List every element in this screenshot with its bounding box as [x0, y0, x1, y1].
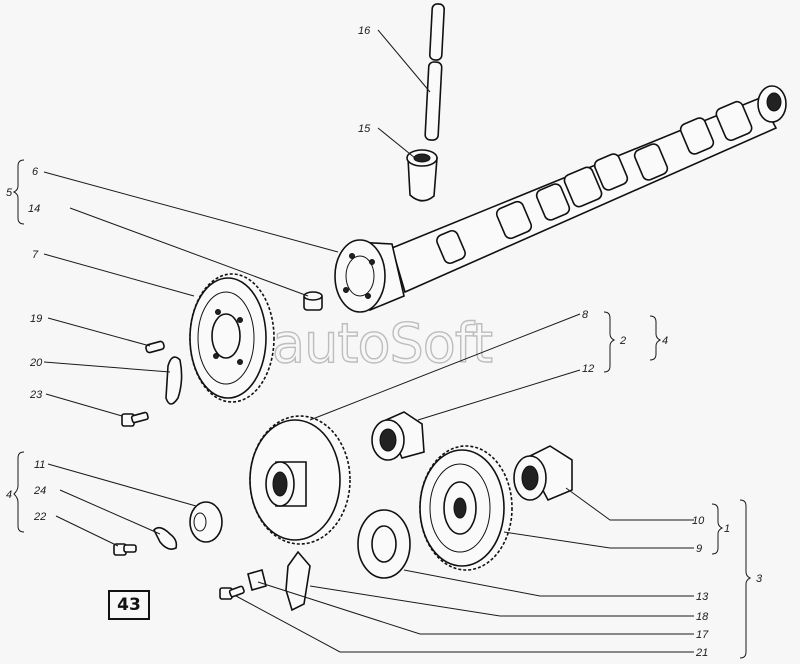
callout-23: 23 — [29, 389, 43, 401]
part-23-bolt — [121, 411, 149, 427]
callout-6: 6 — [32, 166, 39, 178]
callout-2: 2 — [619, 335, 626, 347]
callout-12: 12 — [582, 363, 594, 375]
callout-13: 13 — [696, 591, 709, 603]
callout-24: 24 — [33, 485, 46, 497]
part-12-bushing — [371, 411, 425, 461]
callout-18: 18 — [696, 611, 709, 623]
part-8-idler-gear — [249, 415, 351, 545]
part-19-pin — [145, 340, 165, 354]
callout-3: 3 — [756, 573, 763, 585]
watermark-text: autoSoft — [272, 312, 492, 375]
callout-labels: 16 15 5 6 14 7 19 20 23 4 11 24 22 8 12 … — [6, 25, 763, 659]
callout-8: 8 — [582, 309, 589, 321]
part-7-camshaft-gear — [189, 273, 275, 403]
callout-16: 16 — [358, 25, 371, 37]
part-16-pushrod — [424, 3, 446, 141]
callout-11: 11 — [34, 459, 45, 471]
callout-9: 9 — [696, 543, 702, 555]
part-15-tappet — [406, 149, 438, 202]
part-6-camshaft — [334, 85, 787, 313]
part-14-stud — [303, 291, 323, 311]
part-21-bolt — [219, 585, 245, 600]
leader-lines — [43, 29, 694, 653]
callout-15: 15 — [358, 123, 371, 135]
callout-19: 19 — [30, 313, 42, 325]
callout-14: 14 — [28, 203, 40, 215]
group-braces — [12, 159, 752, 659]
part-22-bolt — [113, 543, 137, 556]
part-11-nut — [189, 501, 223, 543]
part-20-lock-plate — [165, 356, 183, 405]
part-18-lock-plate — [285, 550, 311, 612]
part-10-bushing — [513, 445, 573, 502]
figure-number-box: 43 — [108, 590, 150, 620]
figure-number: 43 — [117, 595, 141, 615]
callout-10: 10 — [692, 515, 705, 527]
part-13-washer — [357, 509, 411, 579]
part-9-gear — [419, 445, 513, 571]
part-24-lock-plate — [153, 526, 178, 550]
callout-22: 22 — [33, 511, 46, 523]
callout-20: 20 — [29, 357, 43, 369]
callout-4-right: 4 — [662, 335, 668, 347]
callout-7: 7 — [32, 249, 39, 261]
callout-5: 5 — [6, 187, 13, 199]
callout-21: 21 — [695, 647, 708, 659]
callout-1: 1 — [724, 523, 730, 535]
part-17-lock-plate — [247, 569, 267, 591]
callout-17: 17 — [696, 629, 709, 641]
callout-4-left: 4 — [6, 489, 12, 501]
